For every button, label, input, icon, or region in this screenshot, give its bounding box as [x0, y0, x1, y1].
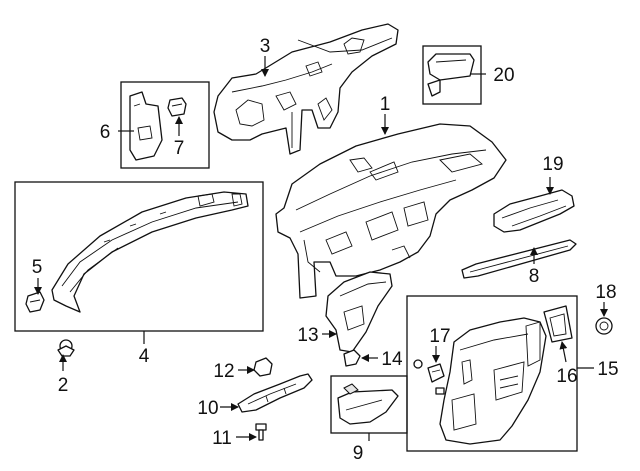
part-3-cross-beam[interactable] — [213, 23, 399, 155]
part-16-handle[interactable] — [543, 305, 573, 343]
part-15-glove-box[interactable] — [439, 317, 547, 445]
part-5-clip[interactable] — [25, 291, 45, 313]
leader-16 — [559, 341, 568, 363]
part-20-cover[interactable] — [427, 53, 475, 97]
callout-1: 1 — [380, 94, 391, 115]
part-14-clip[interactable] — [343, 349, 361, 367]
callout-13: 13 — [297, 325, 318, 346]
callout-17: 17 — [429, 326, 450, 347]
callout-11: 11 — [212, 428, 232, 449]
part-13-bracket[interactable] — [325, 271, 393, 353]
callout-4: 4 — [139, 346, 150, 367]
callout-5: 5 — [32, 257, 43, 278]
callout-3: 3 — [260, 36, 271, 57]
callout-12: 12 — [213, 361, 234, 382]
box-parts-4-5 — [14, 181, 264, 332]
part-18-knob[interactable] — [595, 317, 613, 335]
box-parts-6-7 — [120, 81, 210, 169]
part-19-frame[interactable] — [493, 189, 575, 233]
callout-20: 20 — [493, 65, 514, 86]
callout-16: 16 — [556, 366, 577, 387]
box-part-20 — [422, 45, 482, 105]
part-2-clip[interactable] — [57, 339, 75, 357]
part-7-clip[interactable] — [167, 97, 187, 117]
part-1-instrument-panel[interactable] — [275, 123, 507, 299]
part-10-trim-bar[interactable] — [237, 373, 313, 413]
callout-7: 7 — [174, 138, 185, 159]
callout-15: 15 — [597, 359, 618, 380]
part-4-defroster-panel[interactable] — [51, 191, 249, 313]
part-9-insulator[interactable] — [337, 383, 399, 425]
callout-9: 9 — [353, 443, 364, 464]
part-11-screw[interactable] — [255, 423, 267, 441]
part-8-trim-strip[interactable] — [461, 239, 577, 279]
leader-lines — [34, 56, 608, 441]
part-17-switch[interactable] — [413, 359, 445, 395]
part-6-bracket[interactable] — [129, 91, 163, 161]
callout-10: 10 — [197, 398, 218, 419]
callout-8: 8 — [529, 266, 540, 287]
part-12-clip[interactable] — [253, 357, 273, 377]
callout-14: 14 — [381, 349, 403, 370]
callout-2: 2 — [58, 375, 69, 396]
callout-labels: 1 2 3 4 5 6 7 8 9 10 11 12 13 14 15 16 1… — [32, 36, 619, 464]
callout-19: 19 — [542, 154, 563, 175]
callout-18: 18 — [595, 282, 616, 303]
callout-6: 6 — [100, 122, 111, 143]
box-parts-15-16-17 — [406, 295, 578, 452]
